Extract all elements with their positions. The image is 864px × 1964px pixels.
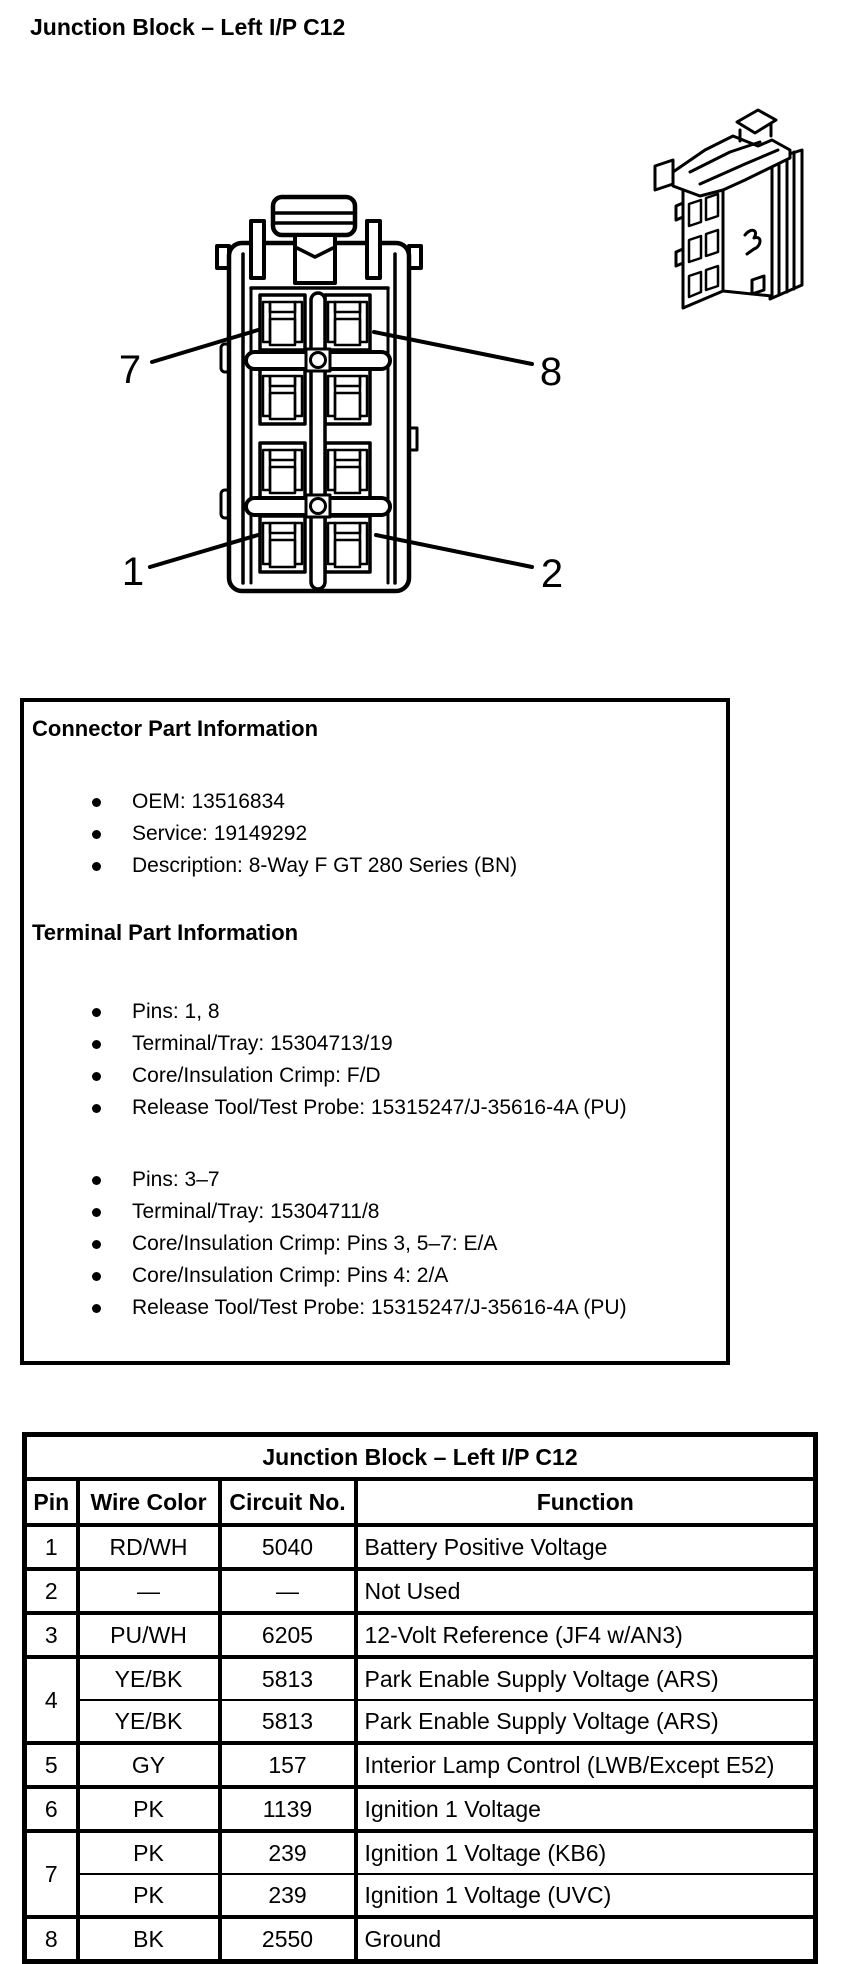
wire-cell: BK bbox=[75, 1915, 222, 1964]
circuit-cell: 5040 bbox=[217, 1523, 358, 1571]
list-item: Description: 8-Way F GT 280 Series (BN) bbox=[32, 850, 716, 882]
function-cell: Ignition 1 Voltage (UVC) bbox=[353, 1873, 818, 1919]
connector-isometric-view bbox=[653, 108, 804, 310]
circuit-cell: 5813 bbox=[217, 1699, 358, 1745]
callout-8: 8 bbox=[540, 350, 562, 394]
table-row: 4 YE/BK 5813 Park Enable Supply Voltage … bbox=[22, 1655, 818, 1745]
list-item: Release Tool/Test Probe: 15315247/J-3561… bbox=[32, 1092, 716, 1124]
table-row: 5 GY 157 Interior Lamp Control (LWB/Exce… bbox=[22, 1741, 818, 1789]
circuit-cell: 6205 bbox=[217, 1611, 358, 1659]
list-item: Pins: 1, 8 bbox=[32, 996, 716, 1028]
leader-line-2 bbox=[374, 533, 534, 569]
table-row: 6 PK 1139 Ignition 1 Voltage bbox=[22, 1785, 818, 1833]
circuit-cell: 157 bbox=[217, 1741, 358, 1789]
pin-cell: 1 bbox=[22, 1523, 80, 1571]
table-row: YE/BK 5813 Park Enable Supply Voltage (A… bbox=[25, 1699, 818, 1745]
iso-cap bbox=[671, 134, 792, 198]
post-left bbox=[249, 219, 266, 280]
circuit-cell: 239 bbox=[217, 1829, 358, 1875]
table-row: 1 RD/WH 5040 Battery Positive Voltage bbox=[22, 1523, 818, 1571]
iso-cap-tab bbox=[653, 158, 675, 192]
function-cell: 12-Volt Reference (JF4 w/AN3) bbox=[353, 1611, 818, 1659]
table-row: 2 — — Not Used bbox=[22, 1567, 818, 1615]
wire-cell: PK bbox=[75, 1829, 222, 1875]
latch-chevron bbox=[295, 246, 335, 259]
connector-part-info-heading: Connector Part Information bbox=[32, 716, 319, 741]
leader-line-7 bbox=[150, 328, 260, 364]
pin-cell: 5 bbox=[22, 1741, 80, 1789]
part-information-box: Connector Part Information OEM: 13516834… bbox=[20, 698, 730, 1365]
iso-tab bbox=[674, 201, 685, 222]
latch-tab bbox=[270, 194, 358, 238]
col-header-function: Function bbox=[353, 1477, 818, 1527]
list-item: Release Tool/Test Probe: 15315247/J-3561… bbox=[32, 1292, 716, 1324]
list-item: Core/Insulation Crimp: Pins 4: 2/A bbox=[32, 1260, 716, 1292]
circuit-cell: 239 bbox=[217, 1873, 358, 1919]
pin-cell: 7 bbox=[22, 1829, 80, 1919]
function-cell: Ignition 1 Voltage bbox=[353, 1785, 818, 1833]
function-cell: Interior Lamp Control (LWB/Except E52) bbox=[353, 1741, 818, 1789]
function-cell: Battery Positive Voltage bbox=[353, 1523, 818, 1571]
latch-inner bbox=[293, 233, 337, 285]
function-cell: Park Enable Supply Voltage (ARS) bbox=[353, 1655, 818, 1701]
wire-cell: GY bbox=[75, 1741, 222, 1789]
wire-cell: YE/BK bbox=[75, 1655, 222, 1701]
iso-clip-detail bbox=[743, 228, 762, 256]
wire-cell: PU/WH bbox=[75, 1611, 222, 1659]
function-cell: Ground bbox=[353, 1915, 818, 1964]
terminal-part-info-heading: Terminal Part Information bbox=[32, 920, 299, 945]
list-item: Pins: 3–7 bbox=[32, 1164, 716, 1196]
list-item: OEM: 13516834 bbox=[32, 786, 716, 818]
table-title: Junction Block – Left I/P C12 bbox=[22, 1432, 818, 1481]
pin-cell: 8 bbox=[22, 1915, 80, 1964]
circuit-cell: — bbox=[217, 1567, 358, 1615]
pin-cell: 4 bbox=[22, 1655, 80, 1745]
wire-cell: RD/WH bbox=[75, 1523, 222, 1571]
terminal-part-info-list-2: Pins: 3–7 Terminal/Tray: 15304711/8 Core… bbox=[32, 1164, 716, 1324]
list-item: Terminal/Tray: 15304711/8 bbox=[32, 1196, 716, 1228]
iso-tab bbox=[674, 247, 685, 268]
terminal-part-info-list-1: Pins: 1, 8 Terminal/Tray: 15304713/19 Co… bbox=[32, 996, 716, 1124]
pin-cell: 6 bbox=[22, 1785, 80, 1833]
table-row: 8 BK 2550 Ground bbox=[22, 1915, 818, 1964]
leader-line-8 bbox=[372, 330, 534, 366]
table-row: 7 PK 239 Ignition 1 Voltage (KB6) bbox=[22, 1829, 818, 1919]
list-item: Core/Insulation Crimp: Pins 3, 5–7: E/A bbox=[32, 1228, 716, 1260]
col-header-wire-color: Wire Color bbox=[75, 1477, 222, 1527]
pin-cell: 2 bbox=[22, 1567, 80, 1615]
wire-cell: YE/BK bbox=[75, 1699, 222, 1745]
callout-2: 2 bbox=[541, 552, 563, 596]
leader-line-1 bbox=[148, 533, 260, 569]
circuit-cell: 2550 bbox=[217, 1915, 358, 1964]
wire-cell: — bbox=[75, 1567, 222, 1615]
col-header-circuit-no: Circuit No. bbox=[217, 1477, 358, 1527]
table-header-row: Pin Wire Color Circuit No. Function bbox=[22, 1477, 818, 1527]
table-row: 3 PU/WH 6205 12-Volt Reference (JF4 w/AN… bbox=[22, 1611, 818, 1659]
connector-front-view-diagram: 7 8 1 2 bbox=[119, 194, 563, 596]
table-title-row: Junction Block – Left I/P C12 bbox=[22, 1432, 818, 1481]
list-item: Core/Insulation Crimp: F/D bbox=[32, 1060, 716, 1092]
iso-cap-block bbox=[735, 108, 778, 135]
wire-cell: PK bbox=[75, 1785, 222, 1833]
function-cell: Park Enable Supply Voltage (ARS) bbox=[353, 1699, 818, 1745]
iso-square-detail bbox=[750, 274, 766, 296]
center-channel bbox=[309, 291, 327, 591]
post-right bbox=[365, 219, 382, 280]
circuit-cell: 5813 bbox=[217, 1655, 358, 1701]
page-title: Junction Block – Left I/P C12 bbox=[30, 14, 346, 40]
pinout-table: Junction Block – Left I/P C12 Pin Wire C… bbox=[22, 1432, 818, 1964]
callout-1: 1 bbox=[122, 550, 144, 594]
table-row: PK 239 Ignition 1 Voltage (UVC) bbox=[25, 1873, 818, 1919]
function-cell: Ignition 1 Voltage (KB6) bbox=[353, 1829, 818, 1875]
wire-cell: PK bbox=[75, 1873, 222, 1919]
pin-cell: 3 bbox=[22, 1611, 80, 1659]
circuit-cell: 1139 bbox=[217, 1785, 358, 1833]
col-header-pin: Pin bbox=[22, 1477, 80, 1527]
list-item: Service: 19149292 bbox=[32, 818, 716, 850]
connector-part-info-list: OEM: 13516834 Service: 19149292 Descript… bbox=[32, 786, 716, 882]
list-item: Terminal/Tray: 15304713/19 bbox=[32, 1028, 716, 1060]
callout-7: 7 bbox=[119, 348, 141, 392]
function-cell: Not Used bbox=[353, 1567, 818, 1615]
